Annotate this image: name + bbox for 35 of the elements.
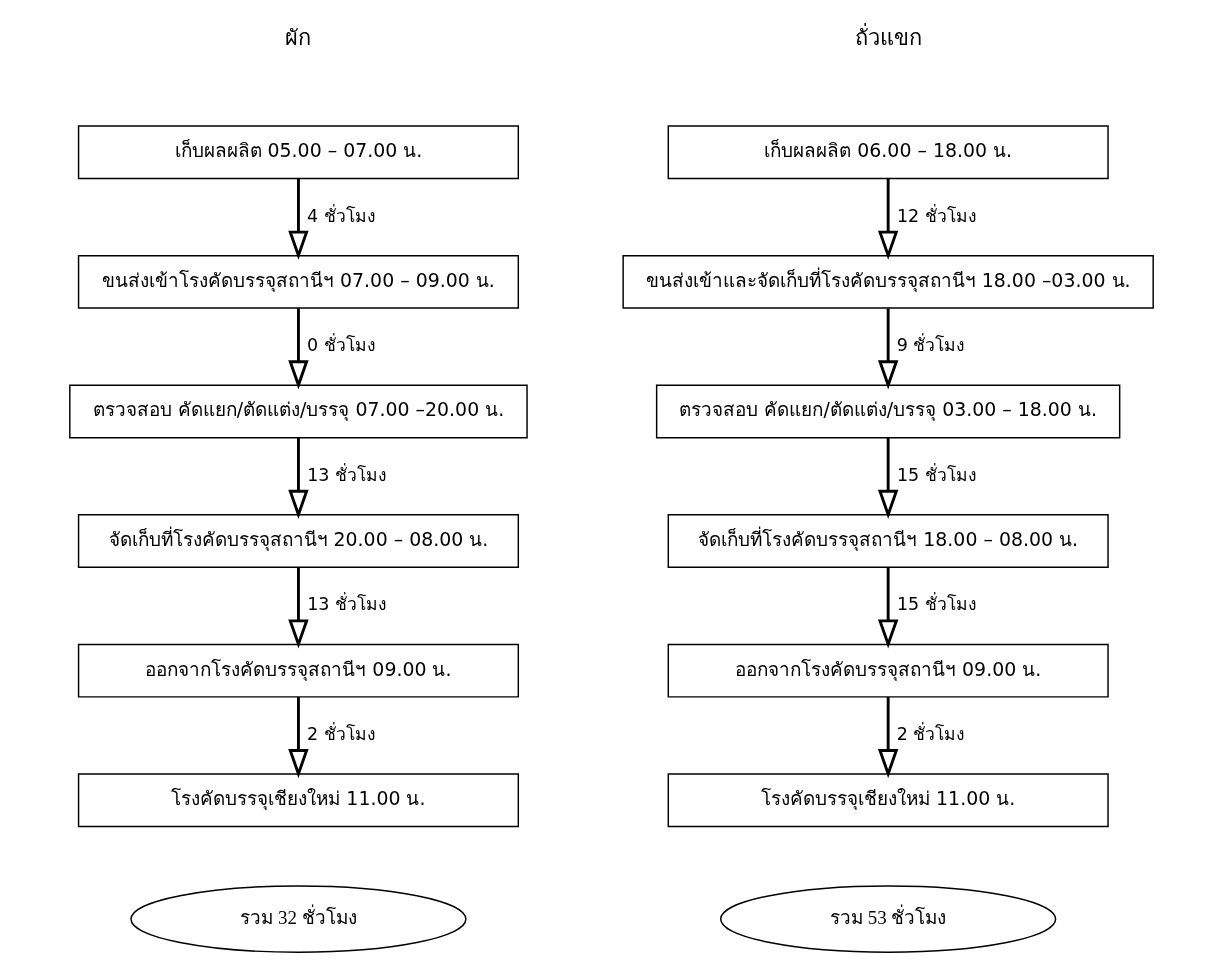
arrow bbox=[877, 437, 899, 520]
arrow bbox=[288, 437, 309, 520]
node-box: เก็บผลผลิต 05.00 – 07.00 น. bbox=[77, 125, 520, 180]
arrow bbox=[877, 567, 899, 649]
arrow bbox=[288, 308, 309, 390]
node-box: ตรวจสอบ คัดแยก/ตัดแต่ง/บรรจุ 03.00 – 18.00 น. bbox=[655, 384, 1121, 439]
node-box: ขนส่งเข้าโรงคัดบรรจุสถานีฯ 07.00 – 09.00 น. bbox=[77, 254, 520, 309]
node-box: ออกจากโรงคัดบรรจุสถานีฯ 09.00 น. bbox=[667, 643, 1109, 698]
edge-label: 12 ชั่วโมง bbox=[896, 205, 977, 226]
edge-label: 13 ชั่วโมง bbox=[307, 464, 387, 485]
node-box: ออกจากโรงคัดบรรจุสถานีฯ 09.00 น. bbox=[77, 643, 520, 698]
arrow bbox=[288, 697, 309, 779]
edge-label: 0 ชั่วโมง bbox=[306, 335, 376, 356]
edge-label: 4 ชั่วโมง bbox=[306, 205, 376, 226]
node-ellipse: รวม 32 ชั่วโมง bbox=[130, 885, 467, 953]
node-box: จัดเก็บที่โรงคัดบรรจุสถานีฯ 20.00 – 08.00 น. bbox=[77, 514, 520, 568]
node-box: โรงคัดบรรจุเชียงใหม่ 11.00 น. bbox=[667, 773, 1109, 828]
arrow bbox=[877, 697, 899, 779]
node-box: จัดเก็บที่โรงคัดบรรจุสถานีฯ 18.00 – 08.00 น. bbox=[667, 514, 1109, 568]
arrow bbox=[288, 567, 309, 649]
node-box: เก็บผลผลิต 06.00 – 18.00 น. bbox=[667, 125, 1109, 180]
label: ผัก bbox=[285, 26, 312, 51]
edge-label: 15 ชั่วโมง bbox=[896, 594, 977, 615]
arrow bbox=[877, 178, 899, 260]
edge-label: 13 ชั่วโมง bbox=[307, 594, 387, 615]
node-box: ตรวจสอบ คัดแยก/ตัดแต่ง/บรรจุ 07.00 –20.00 น. bbox=[69, 384, 528, 439]
node-box: โรงคัดบรรจุเชียงใหม่ 11.00 น. bbox=[77, 773, 520, 828]
edge-label: 15 ชั่วโมง bbox=[896, 464, 977, 485]
node-ellipse: รวม 53 ชั่วโมง bbox=[720, 885, 1057, 953]
edge-label: 9 ชั่วโมง bbox=[896, 335, 966, 356]
arrow bbox=[877, 308, 899, 390]
node-box: ขนส่งเข้าและจัดเก็บที่โรงคัดบรรจุสถานีฯ 18.00 –03.00 น. bbox=[622, 254, 1154, 309]
edge-label: 2 ชั่วโมง bbox=[896, 723, 966, 744]
arrow bbox=[288, 178, 309, 260]
edge-label: 2 ชั่วโมง bbox=[306, 723, 376, 744]
